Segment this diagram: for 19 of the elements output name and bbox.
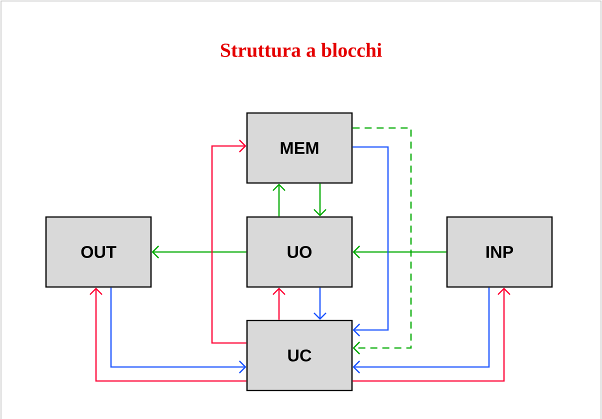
block-box: UC <box>246 320 353 392</box>
block-box: UO <box>246 216 353 288</box>
block-box: INP <box>446 216 553 288</box>
arrow <box>272 288 286 320</box>
arrow <box>90 288 246 382</box>
arrow <box>152 246 246 258</box>
arrow <box>352 246 446 258</box>
arrow <box>211 140 246 344</box>
arrow <box>314 288 326 320</box>
arrow <box>352 127 412 354</box>
arrow <box>110 288 246 374</box>
block-box: OUT <box>45 216 152 288</box>
block-box: MEM <box>246 112 353 184</box>
arrow <box>314 184 326 216</box>
arrow <box>352 146 389 336</box>
title: Struttura a blocchi <box>220 42 382 58</box>
arrow <box>352 288 490 374</box>
arrow <box>272 184 286 216</box>
arrow <box>352 288 510 382</box>
